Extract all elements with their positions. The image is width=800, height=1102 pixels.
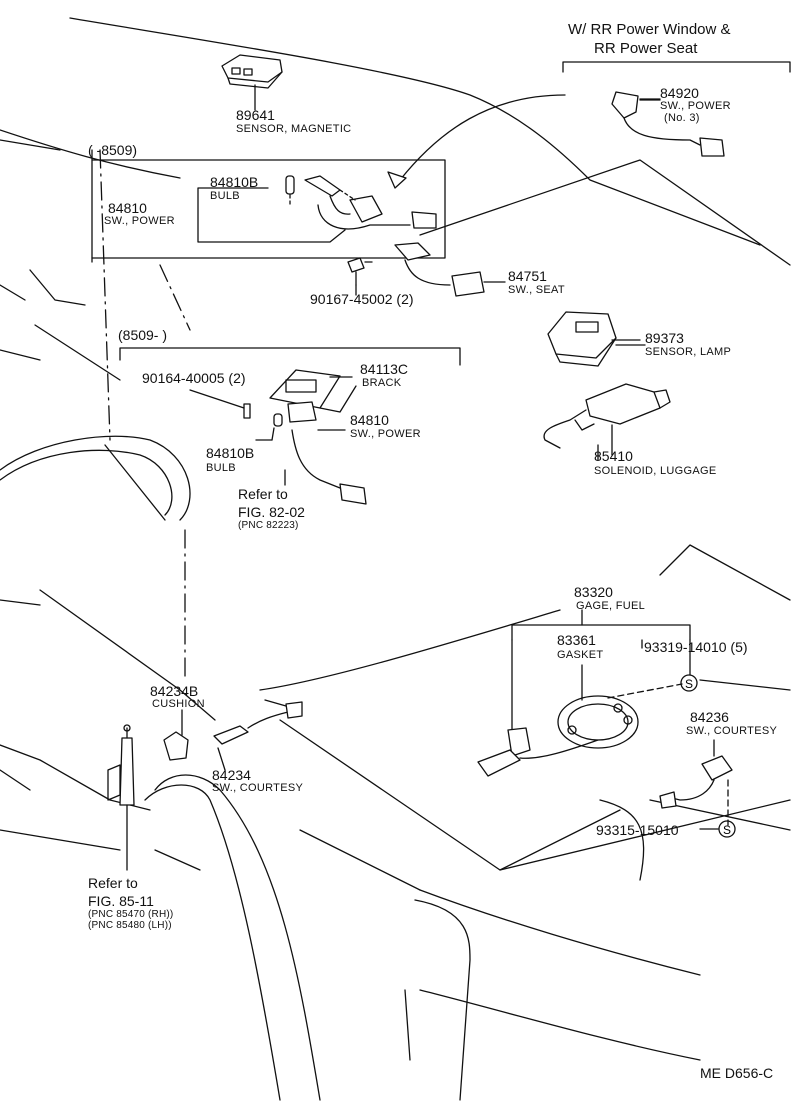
header-bracket bbox=[563, 62, 790, 72]
part-number-84751: 84751 bbox=[508, 268, 547, 284]
ref1-line1: Refer to bbox=[238, 486, 288, 502]
power-switch-no3 bbox=[612, 92, 724, 156]
part-name-84236: SW., COURTESY bbox=[686, 725, 778, 737]
part-name-84113c: BRACK bbox=[362, 377, 402, 389]
part-name-83361: GASKET bbox=[557, 649, 604, 661]
part-number-84810b-upper: 84810B bbox=[210, 174, 259, 190]
part-name-84920: SW., POWER bbox=[660, 100, 731, 112]
courtesy-switch-right bbox=[660, 740, 732, 829]
part-note-84920: (No. 3) bbox=[664, 112, 700, 124]
part-name-84751: SW., SEAT bbox=[508, 284, 565, 296]
part-name-89641: SENSOR, MAGNETIC bbox=[236, 123, 352, 135]
magnetic-sensor bbox=[222, 55, 282, 110]
seat-switch bbox=[395, 243, 505, 296]
range-lower: (8509- ) bbox=[118, 327, 168, 343]
part-number-90164: 90164-40005 (2) bbox=[142, 370, 246, 386]
part-number-84810-lower: 84810 bbox=[350, 412, 389, 428]
part-name-84234: SW., COURTESY bbox=[212, 782, 304, 794]
ref2-line2: FIG. 85-11 bbox=[88, 893, 154, 909]
upper-power-switch bbox=[198, 176, 436, 242]
range-upper: ( -8509) bbox=[88, 142, 138, 158]
part-name-85410: SOLENOID, LUGGAGE bbox=[594, 465, 717, 477]
header-line-1: W/ RR Power Window & bbox=[568, 21, 731, 38]
location-arrow-head bbox=[388, 172, 406, 188]
part-number-85410: 85410 bbox=[594, 448, 633, 464]
figure-code: ME D656-C bbox=[700, 1065, 774, 1081]
part-number-83361: 83361 bbox=[557, 632, 596, 648]
part-number-93315: 93315-15010 bbox=[596, 822, 679, 838]
part-number-84920: 84920 bbox=[660, 85, 699, 101]
luggage-solenoid bbox=[544, 384, 670, 455]
screw-90167 bbox=[348, 258, 372, 295]
part-number-90167: 90167-45002 (2) bbox=[310, 291, 414, 307]
header-line-2: RR Power Seat bbox=[594, 40, 698, 57]
part-number-84113c: 84113C bbox=[360, 361, 409, 377]
part-number-84236: 84236 bbox=[690, 709, 729, 725]
part-name-84810b-lower: BULB bbox=[206, 462, 236, 474]
part-number-84810-upper: 84810 bbox=[108, 200, 147, 216]
fuel-gage bbox=[478, 610, 690, 776]
part-number-84234: 84234 bbox=[212, 767, 251, 783]
part-name-84810-upper: SW., POWER bbox=[104, 215, 175, 227]
part-number-84810b-lower: 84810B bbox=[206, 445, 255, 461]
ref1-line3: (PNC 82223) bbox=[238, 520, 299, 531]
ref1-line2: FIG. 82-02 bbox=[238, 504, 305, 520]
ref2-line1: Refer to bbox=[88, 875, 138, 891]
rod-sensor-left bbox=[108, 725, 134, 870]
part-name-84810b-upper: BULB bbox=[210, 190, 240, 202]
ref2-line3: (PNC 85470 (RH)) bbox=[88, 909, 174, 920]
screw-symbol-1: S bbox=[685, 677, 693, 691]
part-name-89373: SENSOR, LAMP bbox=[645, 346, 732, 358]
upper-range-bracket bbox=[92, 150, 445, 262]
location-arrow bbox=[400, 95, 565, 180]
lower-range-bracket bbox=[120, 348, 460, 365]
lower-power-switch bbox=[190, 370, 366, 504]
leader-lines bbox=[598, 99, 660, 460]
screw-symbols bbox=[681, 675, 735, 837]
part-number-89641: 89641 bbox=[236, 107, 275, 123]
screw-symbol-2: S bbox=[723, 823, 731, 837]
part-number-83320: 83320 bbox=[574, 584, 613, 600]
courtesy-switch-left bbox=[164, 702, 302, 770]
ref2-line4: (PNC 85480 (LH)) bbox=[88, 920, 172, 931]
part-number-89373: 89373 bbox=[645, 330, 684, 346]
part-name-84810-lower: SW., POWER bbox=[350, 428, 421, 440]
car-body-outline bbox=[0, 18, 790, 1100]
part-name-84234b: CUSHION bbox=[152, 698, 205, 710]
part-name-83320: GAGE, FUEL bbox=[576, 600, 646, 612]
lamp-sensor bbox=[548, 312, 645, 366]
part-number-93319: 93319-14010 (5) bbox=[644, 639, 748, 655]
part-number-84234b: 84234B bbox=[150, 683, 199, 699]
